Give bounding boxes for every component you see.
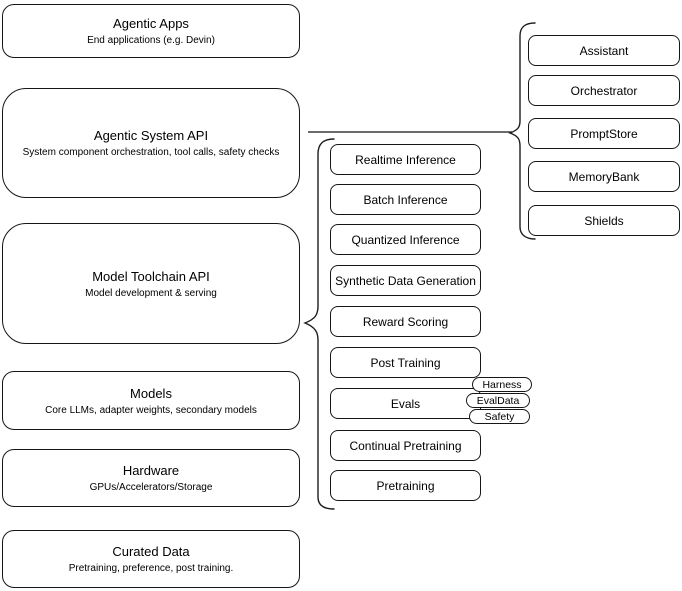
box-batch-inference: Batch Inference bbox=[330, 184, 481, 215]
box-memorybank: MemoryBank bbox=[528, 161, 680, 192]
box-orchestrator: Orchestrator bbox=[528, 75, 680, 106]
box-title: Model Toolchain API bbox=[92, 268, 210, 284]
box-title: Curated Data bbox=[112, 544, 190, 559]
tag-safety: Safety bbox=[469, 409, 530, 424]
box-pretraining: Pretraining bbox=[330, 470, 481, 501]
box-realtime-inference: Realtime Inference bbox=[330, 144, 481, 175]
brace-toolchain-components bbox=[303, 138, 335, 510]
tag-harness: Harness bbox=[472, 377, 532, 392]
box-curated-data: Curated Data Pretraining, preference, po… bbox=[2, 530, 300, 588]
box-shields: Shields bbox=[528, 205, 680, 236]
box-models: Models Core LLMs, adapter weights, secon… bbox=[2, 371, 300, 430]
box-title: Models bbox=[130, 385, 172, 401]
box-model-toolchain-api: Model Toolchain API Model development & … bbox=[2, 223, 300, 344]
box-title: Agentic System API bbox=[93, 128, 209, 143]
box-assistant: Assistant bbox=[528, 35, 680, 66]
box-reward-scoring: Reward Scoring bbox=[330, 306, 481, 337]
box-subtitle: System component orchestration, tool cal… bbox=[22, 147, 280, 158]
box-synthetic-data-generation: Synthetic Data Generation bbox=[330, 265, 481, 296]
box-title: Hardware bbox=[122, 463, 180, 478]
box-hardware: Hardware GPUs/Accelerators/Storage bbox=[2, 449, 300, 507]
box-evals: Evals bbox=[330, 388, 481, 419]
box-agentic-system-api: Agentic System API System component orch… bbox=[2, 88, 300, 198]
box-subtitle: GPUs/Accelerators/Storage bbox=[89, 482, 213, 493]
box-continual-pretraining: Continual Pretraining bbox=[330, 430, 481, 461]
box-subtitle: Core LLMs, adapter weights, secondary mo… bbox=[45, 404, 257, 416]
box-subtitle: Model development & serving bbox=[85, 287, 217, 299]
box-title: Agentic Apps bbox=[113, 16, 189, 31]
box-quantized-inference: Quantized Inference bbox=[330, 224, 481, 255]
brace-system-components bbox=[508, 22, 536, 240]
box-agentic-apps: Agentic Apps End applications (e.g. Devi… bbox=[2, 4, 300, 58]
box-subtitle: End applications (e.g. Devin) bbox=[87, 35, 215, 46]
box-post-training: Post Training bbox=[330, 347, 481, 378]
box-promptstore: PromptStore bbox=[528, 118, 680, 149]
box-subtitle: Pretraining, preference, post training. bbox=[68, 563, 234, 574]
tag-evaldata: EvalData bbox=[466, 393, 530, 408]
